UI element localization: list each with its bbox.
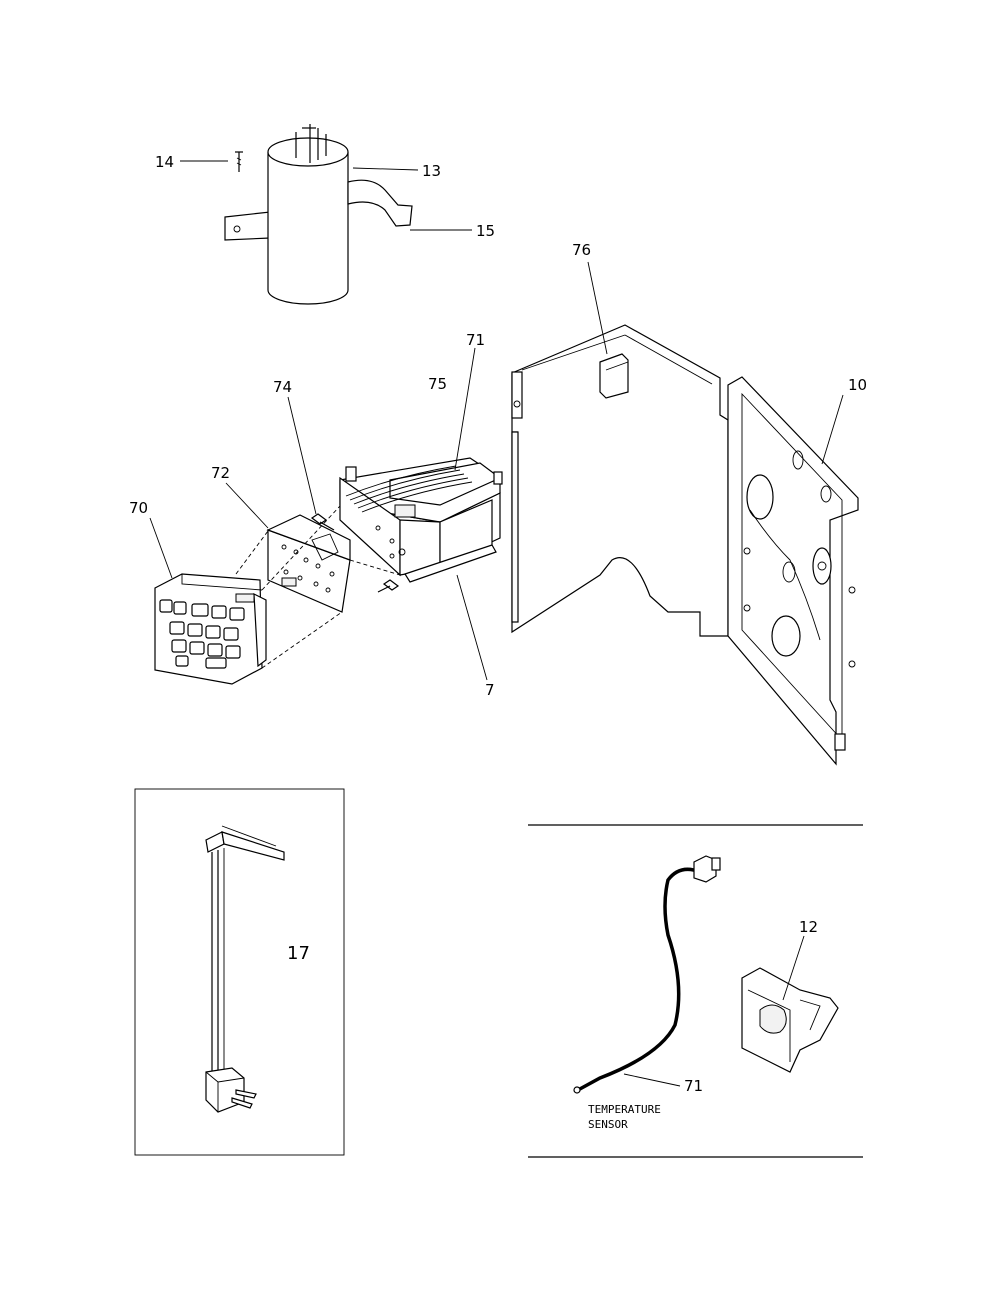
leader-13 [352, 167, 419, 171]
callout-72: 72 [211, 464, 230, 482]
callout-7: 7 [485, 681, 495, 699]
sensor-caption-line2: SENSOR [588, 1118, 628, 1131]
callout-71-sensor: 71 [684, 1077, 703, 1095]
leader-74 [287, 396, 317, 515]
leader-76 [587, 261, 608, 355]
power-cord-inset-frame [134, 788, 345, 1156]
leader-71-top [454, 347, 476, 471]
sensor-caption-line1: TEMPERATURE [588, 1103, 661, 1116]
callout-10: 10 [848, 376, 867, 394]
leader-71-sensor [623, 1073, 681, 1087]
leader-70 [149, 517, 173, 579]
leader-10 [821, 394, 844, 465]
keypad-part-70 [154, 573, 267, 685]
callout-15: 15 [476, 222, 495, 240]
leader-12 [782, 935, 805, 1001]
callout-70: 70 [129, 499, 148, 517]
leader-7 [456, 574, 488, 681]
leader-72 [225, 482, 269, 529]
assembly-alignment-lines [235, 505, 401, 669]
callout-14: 14 [155, 153, 174, 171]
callout-76: 76 [572, 241, 591, 259]
callout-13: 13 [422, 162, 441, 180]
capacitor-part-13 [224, 124, 413, 305]
callout-74: 74 [273, 378, 292, 396]
callout-75: 75 [428, 375, 447, 393]
control-housing-panel [511, 324, 859, 766]
callout-12: 12 [799, 918, 818, 936]
screw-part-14 [235, 151, 243, 172]
power-cord-part-17 [205, 825, 285, 1113]
electronic-control-box [339, 457, 503, 583]
temperature-sensor-part-71 [573, 855, 721, 1094]
circuit-board-part-72 [266, 514, 351, 613]
screws-part-74 [310, 513, 400, 593]
sensor-holder-part-12 [741, 967, 839, 1073]
callout-71-top: 71 [466, 331, 485, 349]
callout-17: 17 [287, 943, 310, 964]
